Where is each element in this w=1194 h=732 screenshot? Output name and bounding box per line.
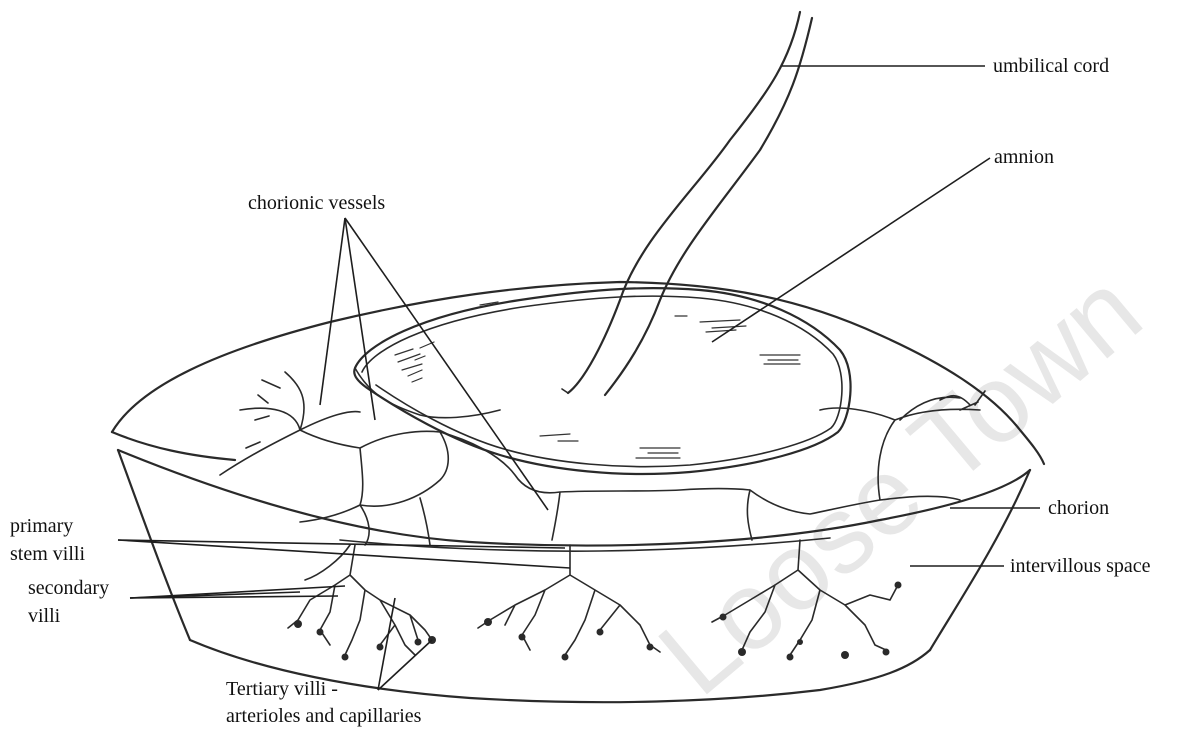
amnion-disc	[354, 288, 850, 474]
leader-amnion	[712, 158, 990, 342]
label-secondary-line1: secondary	[28, 577, 109, 599]
label-secondary-line2: villi	[28, 605, 61, 627]
label-tertiary-line1: Tertiary villi -	[226, 678, 338, 700]
amnion-inner-rim	[362, 296, 842, 467]
leader-lines	[118, 66, 1040, 690]
villi-tree-left	[288, 545, 432, 655]
label-umbilical-cord: umbilical cord	[993, 55, 1109, 77]
label-primary-line2: stem villi	[10, 543, 85, 565]
label-tertiary-line2: arterioles and capillaries	[226, 705, 422, 727]
watermark: Loose Town	[636, 248, 1163, 718]
leader-chorionic-vessels-1	[320, 218, 345, 405]
slab-left-wall	[118, 450, 190, 640]
label-amnion: amnion	[994, 146, 1054, 168]
label-chorion: chorion	[1048, 497, 1109, 519]
leader-chorionic-vessels-3	[345, 218, 548, 510]
amnion-hatching	[395, 302, 800, 458]
leader-chorionic-vessels-2	[345, 218, 375, 420]
label-primary-line1: primary	[10, 515, 73, 537]
umbilical-cord	[562, 12, 812, 395]
villi-tree-center	[478, 545, 660, 655]
label-intervillous-space: intervillous space	[1010, 555, 1151, 577]
label-chorionic-vessels: chorionic vessels	[248, 192, 385, 214]
